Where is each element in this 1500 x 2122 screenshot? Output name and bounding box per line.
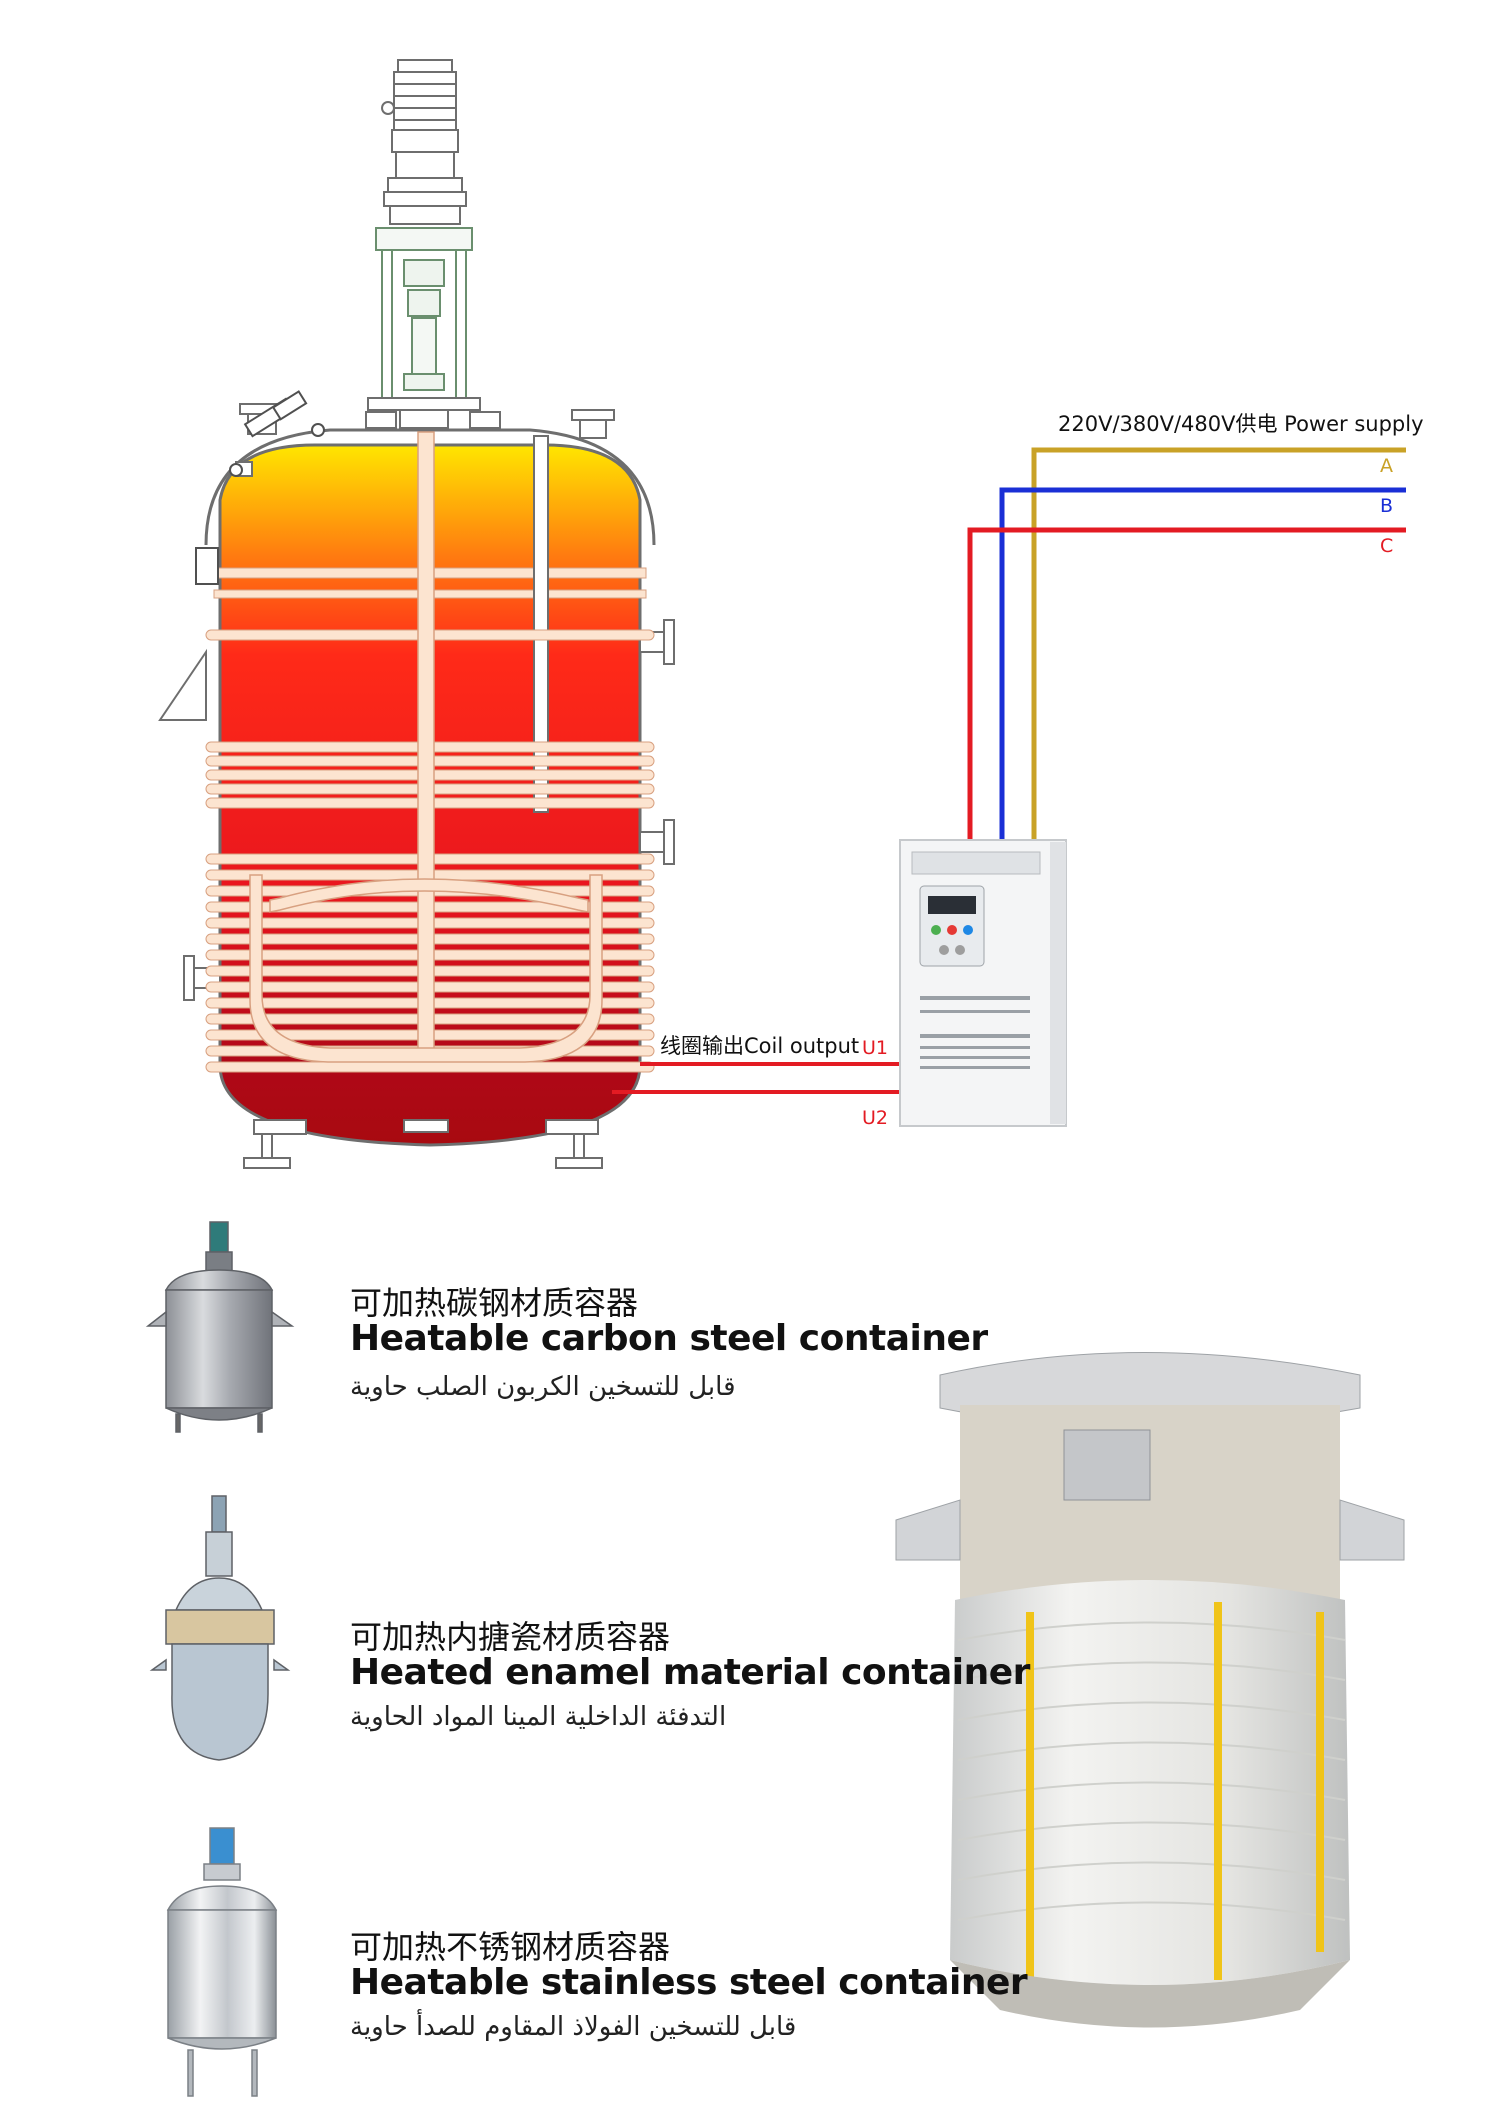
carbon-steel-container-image bbox=[145, 1221, 295, 1433]
output-label-u2: U2 bbox=[862, 1107, 888, 1129]
enamel-container-image bbox=[149, 1495, 291, 1761]
container-3-ar: قابل للتسخين الفولاذ المقاوم للصدأ حاوية bbox=[350, 2012, 797, 2042]
stainless-container-image bbox=[166, 1827, 278, 2097]
coil-output-label: 线圈输出Coil output bbox=[660, 1034, 860, 1058]
phase-label-b: B bbox=[1380, 495, 1393, 517]
phase-label-c: C bbox=[1380, 535, 1393, 557]
coil-wrapped-reactor-image bbox=[895, 1352, 1405, 2028]
reactor-vessel bbox=[158, 390, 675, 1169]
container-1-zh: 可加热碳钢材质容器 bbox=[350, 1284, 639, 1322]
container-2-ar: التدفئة الداخلية المينا المواد الحاوية bbox=[350, 1702, 727, 1732]
container-2-zh: 可加热内搪瓷材质容器 bbox=[350, 1618, 671, 1656]
container-1-en: Heatable carbon steel container bbox=[350, 1318, 988, 1359]
container-2-en: Heated enamel material container bbox=[350, 1652, 1030, 1693]
coil-output-wires bbox=[612, 1062, 900, 1094]
power-wires bbox=[967, 447, 1406, 840]
container-3-zh: 可加热不锈钢材质容器 bbox=[350, 1928, 671, 1966]
container-1-ar: قابل للتسخين الكربون الصلب حاوية bbox=[350, 1372, 736, 1402]
drive-assembly bbox=[367, 59, 481, 429]
power-supply-label: 220V/380V/480V供电 Power supply bbox=[1058, 412, 1424, 436]
container-3-en: Heatable stainless steel container bbox=[350, 1962, 1028, 2003]
phase-label-a: A bbox=[1380, 455, 1393, 477]
output-label-u1: U1 bbox=[862, 1037, 888, 1059]
induction-heater-cabinet bbox=[899, 839, 1067, 1127]
